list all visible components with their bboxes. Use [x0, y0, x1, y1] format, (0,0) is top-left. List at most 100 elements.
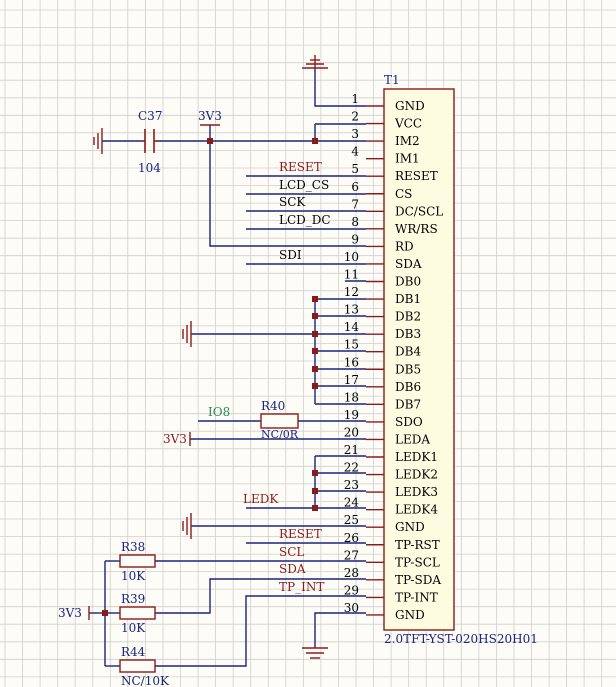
pin-number: 28: [344, 566, 359, 580]
pin-name: CS: [395, 187, 412, 201]
pin-name: DB5: [395, 362, 421, 376]
c37-ref: C37: [138, 109, 162, 123]
r44-value: NC/10K: [121, 674, 170, 687]
net-label-tp-reset: RESET: [279, 527, 322, 541]
pin-name: WR/RS: [395, 222, 438, 236]
pin-number: 4: [351, 145, 359, 159]
t1-designator: T1: [384, 73, 400, 87]
pin-name: GND: [395, 608, 425, 622]
r44-ref: R44: [121, 645, 146, 659]
pin-number: 18: [344, 390, 359, 404]
pin-name: DB6: [395, 380, 421, 394]
net-label-tp-int: TP_INT: [279, 580, 324, 594]
r40-resistor[interactable]: R40 NC/0R: [260, 399, 299, 441]
pin-name: RESET: [395, 169, 438, 183]
r44-resistor[interactable]: R44 NC/10K: [119, 645, 170, 687]
net-label-sdi: SDI: [279, 248, 302, 262]
c37-capacitor[interactable]: C37 104: [138, 109, 162, 175]
pin-number: 29: [344, 583, 359, 597]
pin-number: 5: [351, 162, 359, 176]
pin-number: 1: [351, 92, 359, 106]
pin-number: 22: [344, 461, 359, 475]
pullup-rail-label: 3V3: [58, 606, 82, 620]
pin-name: LEDK1: [395, 450, 438, 464]
wires: [89, 68, 366, 667]
pin-name: DC/SCL: [395, 204, 443, 218]
r39-value: 10K: [121, 621, 146, 635]
pin-number: 26: [344, 531, 359, 545]
r38-ref: R38: [121, 540, 145, 554]
pin-number: 23: [344, 478, 359, 492]
c37-rail-label: 3V3: [198, 109, 222, 123]
pin-name: LEDA: [395, 432, 430, 446]
r39-resistor[interactable]: R39 10K: [119, 592, 156, 635]
net-label-tp-scl: SCL: [279, 545, 304, 559]
io8-net-label: IO8: [208, 405, 230, 419]
pin-name: DB7: [395, 397, 421, 411]
pin-name: TP-SDA: [395, 573, 441, 587]
pin-name: DB0: [395, 275, 421, 289]
pin-number: 6: [351, 180, 359, 194]
pin-name: TP-RST: [395, 538, 440, 552]
pin-number: 10: [344, 250, 359, 264]
junction-dots: [102, 138, 318, 616]
r38-resistor[interactable]: R38 10K: [119, 540, 156, 583]
pin-name: GND: [395, 99, 425, 113]
pin-number: 21: [344, 443, 359, 457]
pin-number: 20: [344, 425, 359, 439]
r40-ref: R40: [261, 399, 285, 413]
net-label-tp-sda: SDA: [279, 562, 306, 576]
pin-number: 3: [351, 127, 359, 141]
c37-value: 104: [138, 161, 161, 175]
pin-number: 19: [344, 408, 359, 422]
pin-name: SDA: [395, 257, 422, 271]
net-label-reset: RESET: [279, 160, 322, 174]
pin-name: LEDK4: [395, 503, 438, 517]
r38-value: 10K: [121, 569, 146, 583]
pin-number: 17: [344, 373, 359, 387]
pin-number: 11: [344, 268, 359, 282]
pin-name: GND: [395, 520, 425, 534]
pin-name: VCC: [394, 117, 422, 131]
pin-name: LEDK2: [395, 468, 438, 482]
net-label-lcd-dc: LCD_DC: [279, 213, 331, 227]
pin-number: 30: [344, 601, 359, 615]
pin-name: TP-INT: [395, 590, 438, 604]
ground-symbols: [88, 55, 328, 659]
pin-number: 13: [344, 303, 359, 317]
pin-name: TP-SCL: [395, 555, 440, 569]
